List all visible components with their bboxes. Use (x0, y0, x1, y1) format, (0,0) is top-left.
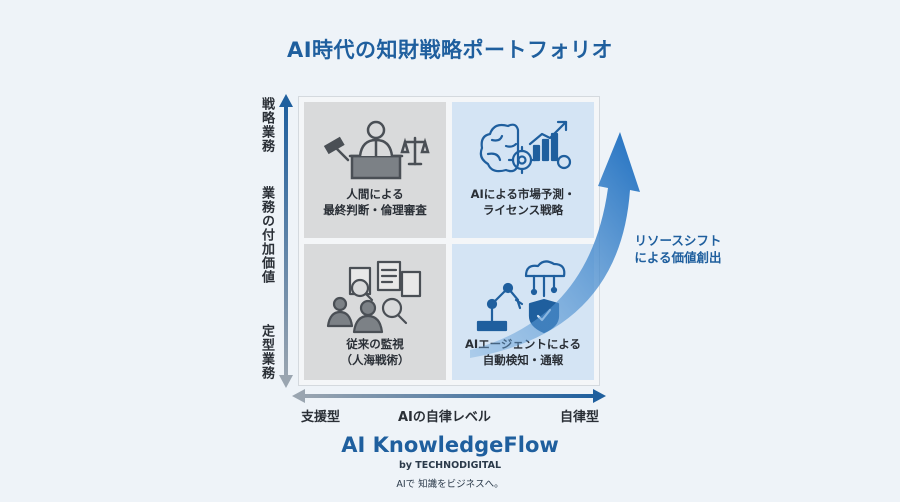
quadrant-ai-forecast: AIによる市場予測・ ライセンス戦略 (452, 102, 594, 238)
x-axis-middle-label: AIの自律レベル (398, 410, 491, 425)
quadrant-human-judgment: 人間による 最終判断・倫理審査 (304, 102, 446, 238)
quadrant-bottom-left-line2: （人海戦術） (340, 353, 410, 367)
quadrant-bottom-right-line2: 自動検知・通報 (482, 353, 564, 367)
y-axis-top-label: 戦略業務 (259, 97, 274, 153)
brand-name: AI KnowledgeFlow (341, 433, 559, 457)
brand-tagline: AIで 知識をビジネスへ。 (396, 479, 504, 490)
brain-chart-gear-icon (479, 120, 572, 175)
resource-shift-arrow (470, 132, 640, 358)
quadrant-top-right-line2: ライセンス戦略 (482, 203, 564, 217)
resource-shift-label: リソースシフト による価値創出 (618, 232, 738, 266)
people-documents-magnifier-icon (326, 260, 422, 334)
resource-shift-line1: リソースシフト (634, 233, 722, 248)
quadrant-grid: 人間による 最終判断・倫理審査 AIによる市場予測・ ライセンス戦略 (298, 96, 600, 386)
quadrant-top-left-line1: 人間による (346, 187, 404, 201)
y-axis-bottom-label: 定型業務 (259, 324, 274, 380)
resource-shift-line2: による価値創出 (634, 250, 722, 265)
quadrant-bottom-left-line1: 従来の監視 (346, 337, 404, 351)
judge-gavel-scales-icon (323, 120, 430, 180)
horizontal-axis-arrow (292, 389, 606, 403)
x-axis-left-label: 支援型 (301, 410, 341, 425)
x-axis-right-label: 自律型 (560, 410, 600, 425)
y-axis-middle-label: 業務の付加価値 (259, 186, 274, 284)
quadrant-top-left-line2: 最終判断・倫理審査 (323, 203, 427, 217)
brand-byline: by TECHNODIGITAL (398, 460, 502, 471)
page-title: AI時代の知財戦略ポートフォリオ (286, 38, 614, 62)
quadrant-top-right-line1: AIによる市場予測・ (470, 187, 576, 201)
vertical-axis-arrow (279, 94, 293, 388)
quadrant-manual-monitoring: 従来の監視 （人海戦術） (304, 244, 446, 380)
